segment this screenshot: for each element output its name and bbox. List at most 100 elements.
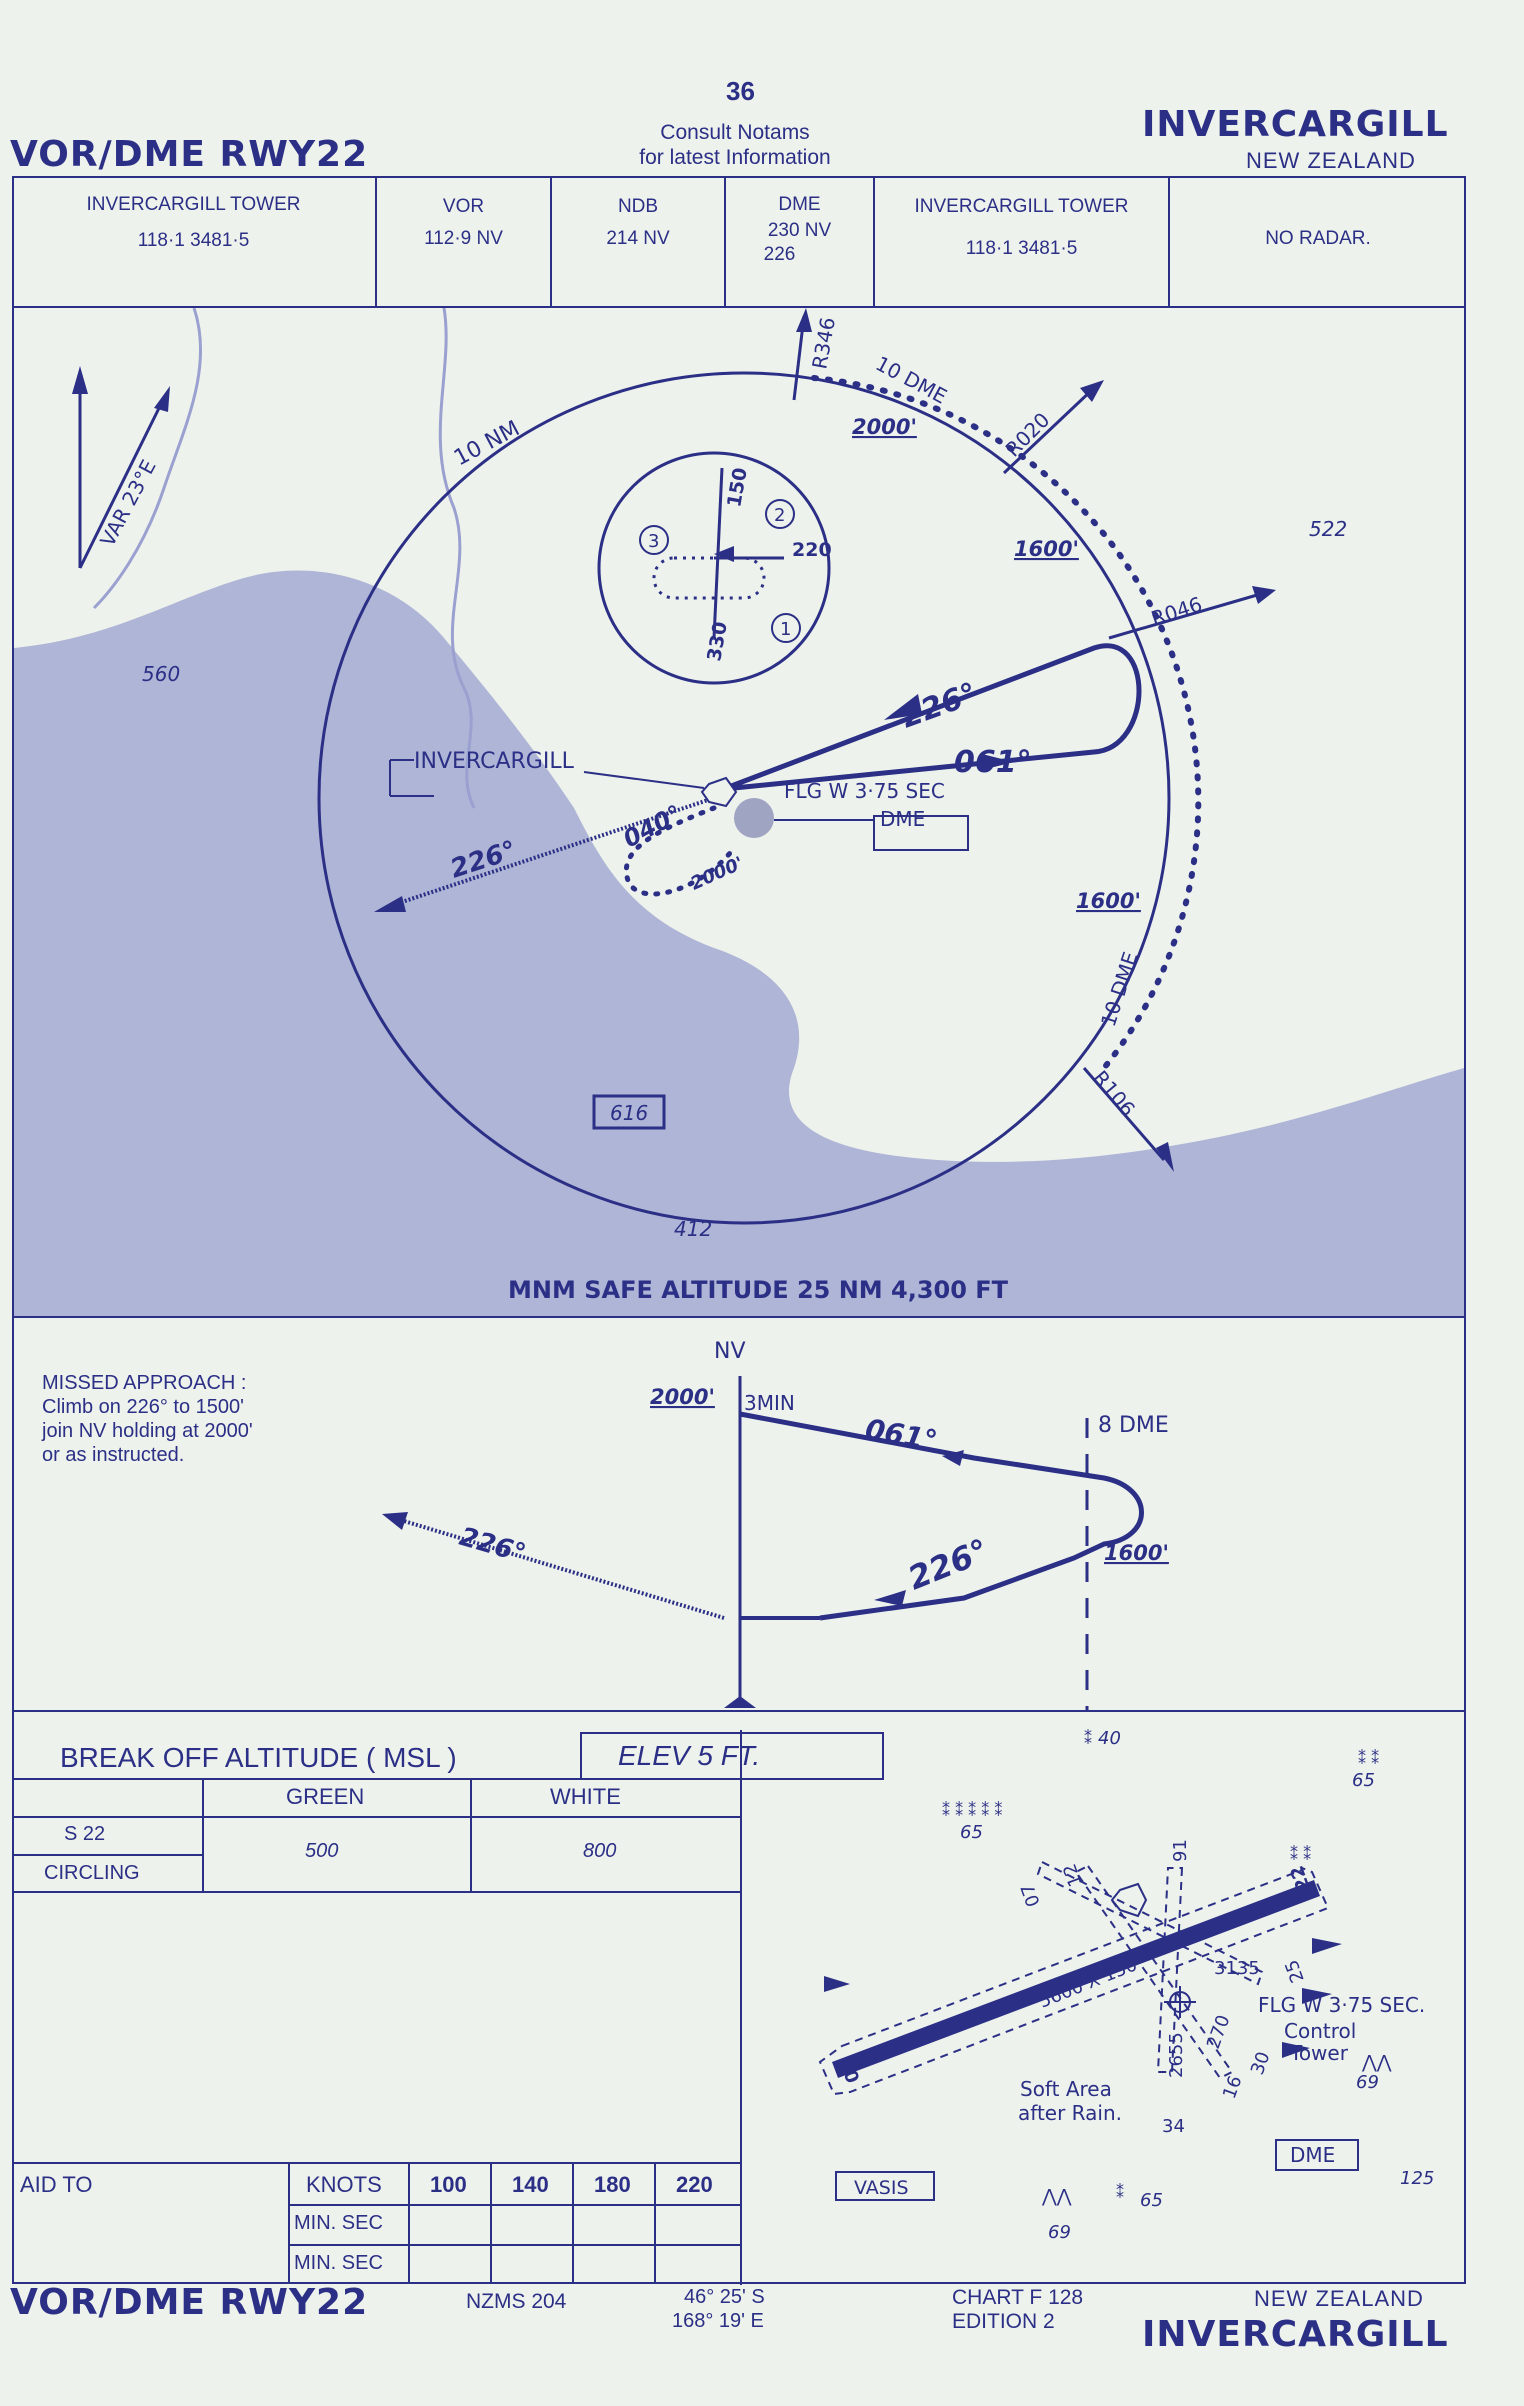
freq-vor-label: VOR [442, 196, 485, 217]
minsec-2: MIN. SEC [294, 2252, 383, 2274]
alt-2000-proc: 2000' [687, 853, 746, 895]
svg-text:⁑ ⁑: ⁑ ⁑ [1358, 1749, 1379, 1768]
speed-100: 100 [430, 2172, 467, 2197]
msa-label: MNM SAFE ALTITUDE 25 NM 4,300 FT [508, 1276, 1009, 1304]
beacon-aerodrome: FLG W 3·75 SEC. [1258, 1993, 1425, 2017]
runway-04-22 [832, 1880, 1320, 2078]
row-s22: S 22 [64, 1823, 106, 1845]
soft-area-2: after Rain. [1018, 2101, 1122, 2125]
runway-25: 25 [1281, 1957, 1309, 1986]
dme-aerodrome: DME [1290, 2143, 1335, 2167]
country-title: NEW ZEALAND [1246, 148, 1416, 173]
row-circling: CIRCLING [44, 1862, 140, 1884]
radial-106: R106 [1088, 1066, 1140, 1121]
footer-lon: 168° 19' E [672, 2310, 764, 2332]
runway-16: 16 [1219, 2073, 1247, 2102]
tower-label-2: Tower [1289, 2041, 1349, 2065]
notams-line-2: for latest Information [639, 146, 831, 169]
speed-140: 140 [512, 2172, 549, 2197]
freq-radar-value: NO RADAR. [1265, 228, 1371, 249]
dme-label: DME [880, 807, 925, 831]
svg-text:⁑: ⁑ [1116, 2183, 1124, 2202]
freq-radar: NO RADAR. [1170, 176, 1466, 308]
track-226-inbound: 226° [897, 676, 982, 735]
soft-area-1: Soft Area [1020, 2077, 1112, 2101]
freq-tower-2-value: 118·1 3481·5 [965, 238, 1078, 259]
svg-text:⋀⋀: ⋀⋀ [1041, 2186, 1072, 2207]
col-green: GREEN [286, 1784, 365, 1809]
number-3135: 3135 [1214, 1958, 1260, 1979]
obstacle-65-b: 65 [960, 1822, 983, 1843]
inset-220: 220 [792, 539, 832, 561]
obstacle-125: 125 [1400, 2168, 1434, 2189]
inset-2: 2 [774, 505, 785, 526]
svg-text:⁑ ⁑: ⁑ ⁑ [1290, 1845, 1311, 1864]
obstacle-65-a: 65 [1352, 1770, 1375, 1791]
profile-divider [12, 1710, 1466, 1712]
knots-label: KNOTS [306, 2172, 382, 2197]
obstacle-65-c: 65 [1140, 2190, 1163, 2211]
aid-to-label: AID TO [20, 2172, 93, 2197]
minima-table [12, 1778, 740, 1893]
footer-chart: CHART F 128 [952, 2286, 1084, 2309]
plan-view: VAR 23°E 560 616 412 522 10 NM 10 DME 10… [14, 308, 1464, 1316]
number-270: 270 [1203, 2012, 1234, 2051]
elev-value: ELEV 5 FT. [618, 1740, 761, 1771]
alt-2000-profile: 2000' [650, 1385, 715, 1409]
alt-1600-profile: 1600' [1104, 1541, 1169, 1565]
freq-tower: INVERCARGILL TOWER 118·1 3481·5 [12, 176, 377, 308]
alt-2000-top: 2000' [852, 415, 917, 439]
notams-line-1: Consult Notams [660, 121, 810, 144]
profile-track [739, 1411, 1144, 1621]
runway-30: 30 [1247, 2049, 1275, 2078]
aerodrome-chart: 04 22 5600 X 150 07 25 12 30 16 34 91 31… [818, 1728, 1434, 2243]
freq-tower-2-label: INVERCARGILL TOWER [914, 196, 1129, 217]
freq-vor-value: 112·9 NV [424, 228, 503, 249]
profile-track-226-ma: 226° [456, 1522, 529, 1569]
footer-procedure: VOR/DME RWY22 [10, 2282, 369, 2323]
alt-1600-arc: 1600' [1076, 889, 1141, 913]
footer-country: NEW ZEALAND [1254, 2286, 1424, 2311]
freq-vor: VOR 112·9 NV [377, 176, 552, 308]
chart-frame [12, 176, 1466, 2284]
freq-dme-value: 230 NV [767, 220, 832, 241]
land-mass [14, 570, 1464, 1316]
timing-table [12, 2162, 740, 2284]
missed-approach-1: MISSED APPROACH : [42, 1372, 247, 1394]
freq-dme-label: DME [778, 194, 821, 215]
speed-220: 220 [676, 2172, 713, 2197]
frequency-row [12, 176, 1466, 308]
tower-label-1: Control [1284, 2019, 1356, 2043]
dme-arc-label-2: 10 DME [1096, 949, 1143, 1030]
beacon-label: FLG W 3·75 SEC [784, 779, 945, 803]
col-white: WHITE [550, 1784, 621, 1809]
number-91: 91 [1170, 1839, 1191, 1862]
ten-nm-label: 10 NM [450, 416, 524, 471]
footer-nzms: NZMS 204 [466, 2290, 567, 2313]
footer-edition: EDITION 2 [952, 2310, 1055, 2333]
radial-346: R346 [807, 315, 840, 370]
inset-3: 3 [648, 531, 659, 552]
profile-track-226: 226° [903, 1531, 994, 1597]
vasis-label: VASIS [854, 2177, 909, 2199]
svg-text:⁑ ⁑ ⁑ ⁑ ⁑: ⁑ ⁑ ⁑ ⁑ ⁑ [942, 1801, 1002, 1820]
spot-412: 412 [674, 1217, 712, 1241]
runway-34: 34 [1162, 2116, 1185, 2137]
freq-tower-2: INVERCARGILL TOWER 118·1 3481·5 [875, 176, 1170, 308]
alt-1600-top: 1600' [1014, 537, 1079, 561]
radial-046: R046 [1148, 592, 1205, 631]
freq-ndb-label: NDB [617, 196, 659, 217]
missed-approach-3: join NV holding at 2000' [42, 1420, 253, 1442]
obstacle-69-b: 69 [1048, 2222, 1071, 2243]
freq-dme: DME 230 NV 226 [726, 176, 875, 308]
freq-dme-value2: 226 [763, 244, 796, 265]
nv-label: NV [714, 1339, 746, 1364]
spot-560: 560 [142, 662, 180, 686]
page-number: 36 [726, 76, 755, 106]
dme-arc [811, 375, 1202, 1071]
racetrack [725, 643, 1142, 791]
spot-522: 522 [1309, 517, 1347, 541]
runway-07: 07 [1017, 1881, 1045, 1910]
plan-divider [12, 1316, 1466, 1318]
river-2 [438, 308, 476, 809]
